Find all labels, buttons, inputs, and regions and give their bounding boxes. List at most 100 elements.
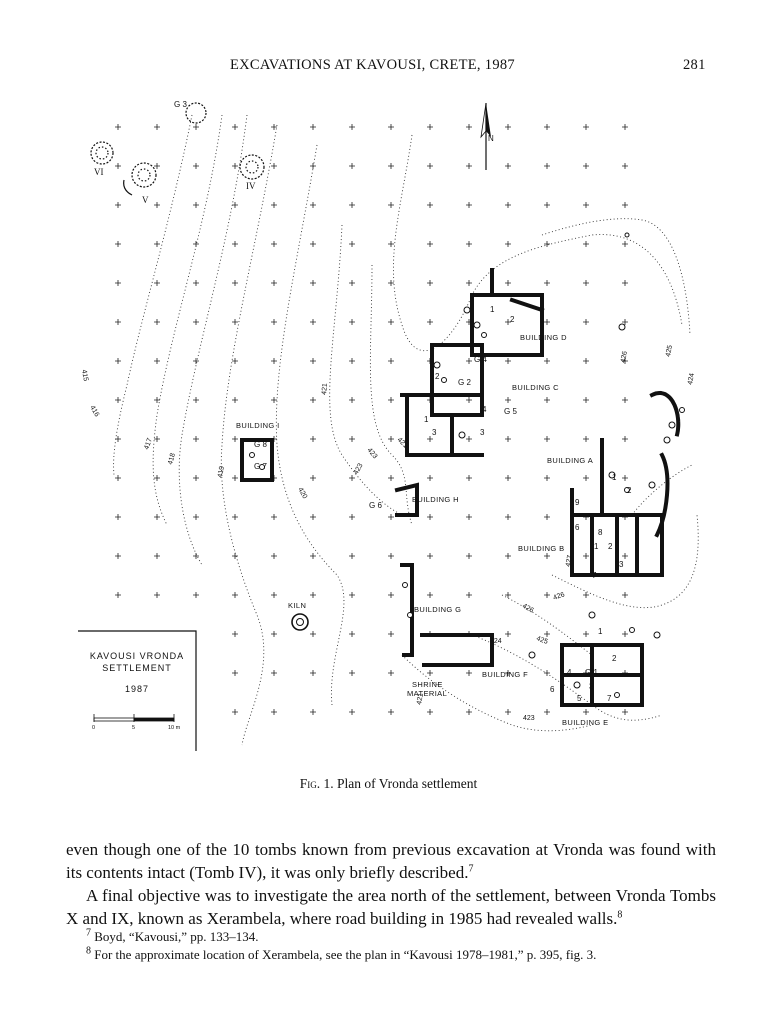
grid-cross [466, 670, 472, 676]
grid-cross [583, 553, 589, 559]
grid-cross [232, 280, 238, 286]
grid-cross [154, 436, 160, 442]
grid-cross [232, 436, 238, 442]
grid-cross [115, 592, 121, 598]
grid-cross [583, 592, 589, 598]
grid-cross [583, 280, 589, 286]
grid-cross [622, 280, 628, 286]
grid-cross [349, 358, 355, 364]
grid-cross [154, 475, 160, 481]
grid-cross [154, 319, 160, 325]
footnote-mark: 7 [86, 927, 91, 939]
grid-cross [583, 202, 589, 208]
grid-cross [583, 631, 589, 637]
body-paragraph-1: even though one of the 10 tombs known fr… [66, 838, 716, 884]
grid-cross [427, 592, 433, 598]
grid-cross [388, 319, 394, 325]
grid-cross [271, 631, 277, 637]
label-grave-6: G 6 [369, 501, 382, 510]
contour-label-419: 419 [217, 466, 226, 479]
room-number: 2 [435, 372, 440, 381]
grid-cross [388, 670, 394, 676]
room-number: 4 [567, 668, 572, 677]
rubble-stones [249, 232, 685, 698]
label-building-i: BUILDING I [236, 421, 280, 430]
grid-cross [115, 358, 121, 364]
footnote-8: 8 For the approximate location of Xeramb… [86, 946, 716, 964]
contour-label-416: 416 [88, 405, 100, 419]
grid-cross [583, 163, 589, 169]
grid-cross [427, 163, 433, 169]
grid-cross [193, 358, 199, 364]
grid-cross [544, 592, 550, 598]
grid-cross [154, 124, 160, 130]
grid-cross [115, 241, 121, 247]
grid-cross [622, 631, 628, 637]
figure-caption-text: Plan of Vronda settlement [336, 776, 478, 791]
grid-cross [583, 709, 589, 715]
grid-cross [505, 553, 511, 559]
grid-cross [349, 475, 355, 481]
grid-cross [505, 358, 511, 364]
grid-cross [271, 670, 277, 676]
grid-cross [544, 124, 550, 130]
label-shrine-material: MATERIAL [407, 689, 447, 698]
grid-cross [622, 202, 628, 208]
grid-cross [193, 553, 199, 559]
footnote-7: 7 Boyd, “Kavousi,” pp. 133–134. [86, 928, 716, 946]
grid-cross [505, 592, 511, 598]
grid-cross [505, 319, 511, 325]
grid-cross [232, 241, 238, 247]
grid-cross [271, 553, 277, 559]
grid-cross [544, 436, 550, 442]
room-number: 1 [490, 305, 495, 314]
room-number: 7 [592, 571, 597, 580]
legend-subtitle: SETTLEMENT [102, 663, 172, 673]
contour-label-418: 418 [167, 452, 177, 465]
grid-cross [544, 514, 550, 520]
grid-cross [154, 514, 160, 520]
room-number: 4 [482, 405, 487, 414]
grid-cross [310, 592, 316, 598]
room-number: 1 [598, 627, 603, 636]
contour-label-426c: 426 [552, 591, 565, 602]
grid-cross [466, 397, 472, 403]
site-plan-drawing: N [78, 100, 699, 751]
room-number: 7 [607, 694, 612, 703]
grid-cross [193, 163, 199, 169]
legend-box: KAVOUSI VRONDA SETTLEMENT 1987 0 5 10 m [78, 630, 197, 751]
grid-cross [388, 514, 394, 520]
room-number: 3 [619, 560, 624, 569]
room-number: 6 [575, 523, 580, 532]
grid-cross [232, 124, 238, 130]
contour-label-423a: 423 [353, 462, 365, 476]
grid-cross [505, 475, 511, 481]
grid-cross [310, 397, 316, 403]
grid-cross [349, 436, 355, 442]
grid-cross [349, 124, 355, 130]
grid-cross [115, 397, 121, 403]
room-number: 1 [424, 415, 429, 424]
grid-cross [505, 436, 511, 442]
grid-cross [271, 397, 277, 403]
running-head-title: EXCAVATIONS AT KAVOUSI, CRETE, 1987 [230, 57, 515, 73]
contour-label-421: 421 [321, 383, 329, 395]
room-number: 8 [598, 528, 603, 537]
grid-cross [154, 592, 160, 598]
grid-cross [427, 241, 433, 247]
contour-label-423b: 423 [365, 447, 378, 461]
grid-cross [583, 241, 589, 247]
grid-cross [388, 163, 394, 169]
figure-caption-label: Fig. 1. [299, 776, 334, 791]
grid-cross [466, 124, 472, 130]
grid-cross [154, 241, 160, 247]
grid-cross [583, 397, 589, 403]
grid-cross [622, 436, 628, 442]
footnotes: 7 Boyd, “Kavousi,” pp. 133–134. 8 For th… [66, 928, 716, 964]
grid-cross [232, 553, 238, 559]
grid-cross [193, 124, 199, 130]
grid-cross [115, 319, 121, 325]
grid-cross [622, 397, 628, 403]
grid-cross [310, 553, 316, 559]
running-head: EXCAVATIONS AT KAVOUSI, CRETE, 1987 281 [0, 57, 777, 77]
